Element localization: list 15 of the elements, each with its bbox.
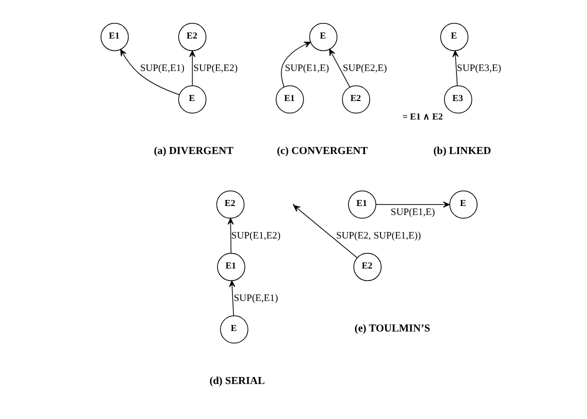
label: (b) LINKED [432,146,491,158]
edge-label: SUP(E,E1) [140,62,184,74]
edge-label: SUP(E2,E) [342,62,386,74]
edge-label: SUP(E2, SUP(E1,E)) [336,230,420,242]
node-label: = E1 ∧ E2 [402,112,442,122]
edge-label: SUP(E3,E) [456,62,501,74]
label: (e) TOULMIN’S [354,324,430,335]
label: (d) SERIAL [208,376,264,388]
edge-label: SUP(E1,E) [284,62,329,74]
edge-label: SUP(E1,E) [390,206,434,218]
edge-label: SUP(E,E1) [233,292,278,304]
edge-label: SUP(E1,E2) [230,230,280,242]
label: (c) CONVERGENT [276,146,368,158]
edge-label: SUP(E,E2) [192,62,238,74]
label: (a) DIVERGENT [153,146,234,158]
